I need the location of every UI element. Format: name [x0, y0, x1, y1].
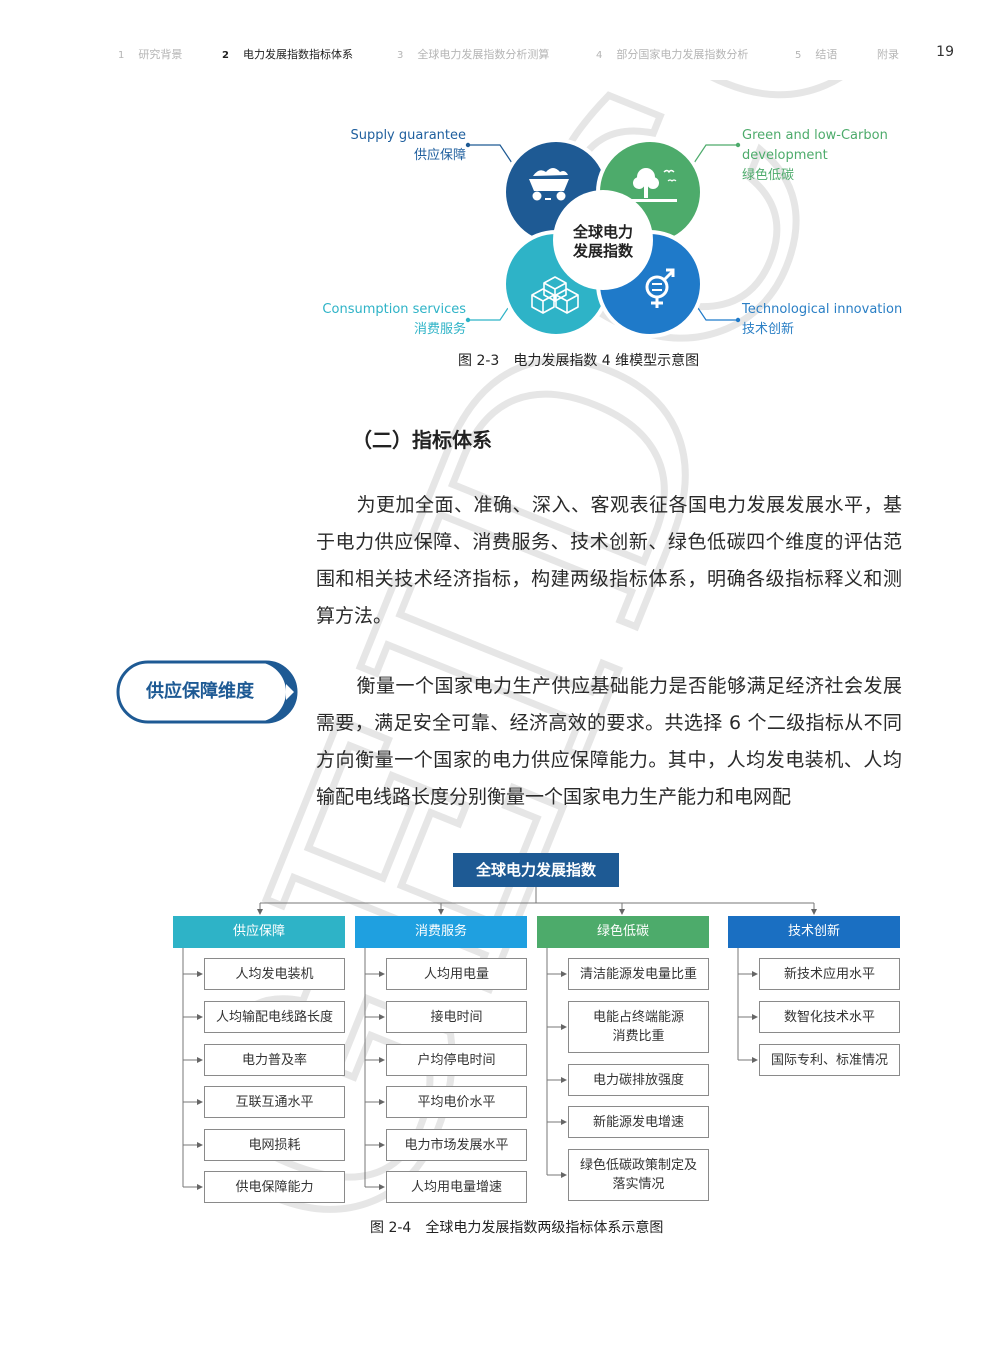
- tree-root: 全球电力发展指数: [453, 853, 619, 887]
- indicator-item: 平均电价水平: [386, 1086, 527, 1118]
- four-dimension-diagram: 全球电力 发展指数: [465, 138, 741, 338]
- figure2-caption: 图 2-4 全球电力发展指数两级指标体系示意图: [370, 1220, 664, 1236]
- indicator-item: 电力普及率: [204, 1044, 345, 1076]
- indicator-item: 新技术应用水平: [759, 958, 900, 990]
- paragraph-2: 衡量一个国家电力生产供应基础能力是否能够满足经济社会发展需要，满足安全可靠、经济…: [316, 675, 902, 808]
- nav-item-appendix[interactable]: 附录: [877, 48, 899, 61]
- indicator-item: 人均用电量: [386, 958, 527, 990]
- indicator-item: 数智化技术水平: [759, 1001, 900, 1033]
- side-pill: [116, 660, 298, 724]
- indicator-item: 供电保障能力: [204, 1171, 345, 1203]
- center-circle: [553, 190, 653, 290]
- mine-cart-icon: [529, 168, 569, 201]
- indicator-item: 国际专利、标准情况: [759, 1044, 900, 1076]
- consumption-label: Consumption services 消费服务: [322, 302, 466, 337]
- category-0: 供应保障: [173, 916, 345, 948]
- tree-birds-icon: [627, 168, 677, 202]
- category-1: 消费服务: [355, 916, 527, 948]
- indicator-item: 绿色低碳政策制定及落实情况: [568, 1149, 709, 1201]
- figure1-caption: 图 2-3 电力发展指数 4 维模型示意图: [458, 353, 700, 369]
- indicator-item: 电力碳排放强度: [568, 1064, 709, 1096]
- category-3: 技术创新: [728, 916, 900, 948]
- page-number: 19: [936, 44, 954, 60]
- side-pill-label: 供应保障维度: [146, 681, 254, 702]
- indicator-item: 电力市场发展水平: [386, 1129, 527, 1161]
- supply-label: Supply guarantee 供应保障: [350, 128, 466, 163]
- indicator-item: 新能源发电增速: [568, 1106, 709, 1138]
- indicator-item: 户均停电时间: [386, 1044, 527, 1076]
- indicator-item: 人均发电装机: [204, 958, 345, 990]
- indicator-item: 接电时间: [386, 1001, 527, 1033]
- indicator-item: 人均用电量增速: [386, 1171, 527, 1203]
- category-2: 绿色低碳: [537, 916, 709, 948]
- indicator-item: 人均输配电线路长度: [204, 1001, 345, 1033]
- green-label: Green and low-Carbon development 绿色低碳: [742, 128, 888, 183]
- paragraph-1: 为更加全面、准确、深入、客观表征各国电力发展发展水平，基于电力供应保障、消费服务…: [316, 494, 902, 627]
- center-label-2: 发展指数: [572, 242, 634, 260]
- indicator-item: 清洁能源发电量比重: [568, 958, 709, 990]
- tech-label: Technological innovation 技术创新: [742, 302, 903, 337]
- indicator-item: 互联互通水平: [204, 1086, 345, 1118]
- cubes-icon: [531, 276, 579, 314]
- center-label-1: 全球电力: [572, 223, 633, 241]
- indicator-item: 电网损耗: [204, 1129, 345, 1161]
- gender-equality-icon: [645, 268, 675, 308]
- indicator-item: 电能占终端能源消费比重: [568, 1001, 709, 1053]
- pill-arrow-icon: [286, 684, 294, 700]
- section-title: （二）指标体系: [352, 428, 492, 452]
